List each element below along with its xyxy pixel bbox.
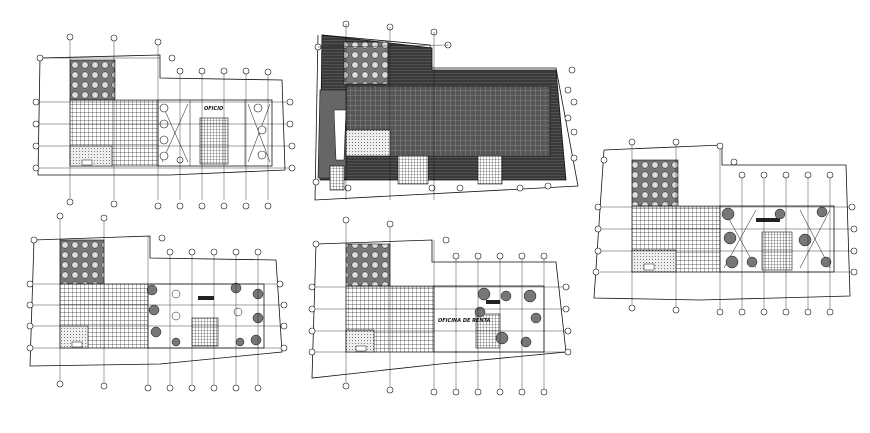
floor-plan-3 xyxy=(592,138,858,316)
floor-plan-4 xyxy=(26,212,288,392)
floor-plan-1: OFICIO xyxy=(32,33,296,210)
floor-plan-5: OFICINA DE RENTA xyxy=(308,216,572,396)
plan-1-room-label: OFICIO xyxy=(204,106,224,112)
roof-plan-2 xyxy=(312,20,579,201)
plan-5-room-label: OFICINA DE RENTA xyxy=(438,318,491,324)
